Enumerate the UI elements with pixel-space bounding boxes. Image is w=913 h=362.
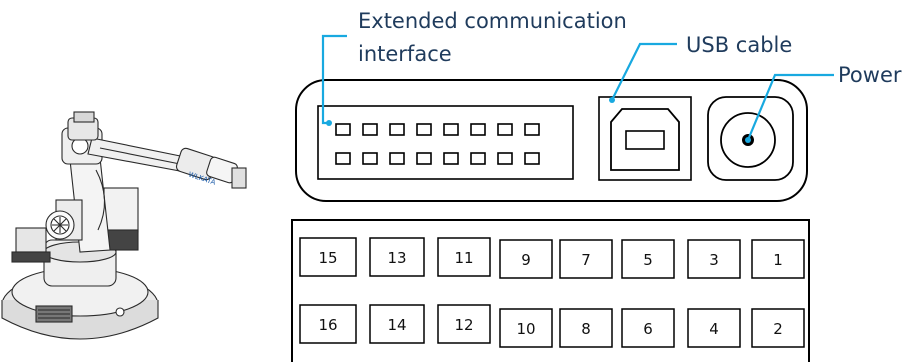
- header-pin: [416, 123, 432, 136]
- extended-interface-label-line2: interface: [358, 42, 452, 66]
- header-pin: [497, 152, 513, 165]
- terminal-cell: [621, 308, 675, 348]
- terminal-pin-number: 13: [387, 249, 406, 267]
- terminal-pin-number: 15: [318, 249, 337, 267]
- terminal-pin-number: 10: [516, 320, 535, 338]
- terminal-cell: [499, 239, 553, 279]
- terminal-pin-number: 4: [709, 320, 719, 338]
- terminal-pin-number: 16: [318, 316, 337, 334]
- terminal-block: [291, 219, 810, 362]
- connector-panel: [295, 79, 808, 202]
- usb-b-port-icon: [610, 108, 680, 171]
- power-label: Power: [838, 63, 902, 87]
- terminal-pin-number: 9: [521, 251, 531, 269]
- header-pin: [470, 123, 486, 136]
- terminal-cell: [751, 239, 805, 279]
- terminal-pin-number: 14: [387, 316, 406, 334]
- terminal-cell: [437, 237, 491, 277]
- terminal-pin-number: 1: [773, 251, 783, 269]
- header-pin: [443, 123, 459, 136]
- header-pins: [335, 123, 540, 165]
- terminal-pin-number: 3: [709, 251, 719, 269]
- header-pin: [524, 152, 540, 165]
- terminal-cell: [499, 308, 553, 348]
- header-pin: [335, 123, 351, 136]
- terminal-pin-number: 12: [454, 316, 473, 334]
- extended-interface-leader: [321, 34, 347, 126]
- header-pin: [362, 123, 378, 136]
- robot-arm-illustration: WLKATA: [1, 111, 247, 340]
- terminal-pin-number: 7: [581, 251, 591, 269]
- terminal-pin-number: 8: [581, 320, 591, 338]
- terminal-cell: [559, 239, 613, 279]
- terminal-cell: [621, 239, 675, 279]
- terminal-cell: [751, 308, 805, 348]
- terminal-pin-number: 5: [643, 251, 653, 269]
- terminal-cell: [369, 237, 425, 277]
- header-pin: [524, 123, 540, 136]
- terminal-pin-number: 6: [643, 320, 653, 338]
- terminal-pin-number: 11: [454, 249, 473, 267]
- terminal-cell: [687, 308, 741, 348]
- header-pin: [497, 123, 513, 136]
- header-pin: [443, 152, 459, 165]
- header-pin: [362, 152, 378, 165]
- power-jack-housing: [707, 96, 794, 181]
- usb-cable-leader: [609, 42, 677, 103]
- header-pin: [389, 152, 405, 165]
- usb-port-housing: [598, 96, 692, 181]
- terminal-cell: [687, 239, 741, 279]
- power-leader: [745, 73, 834, 143]
- extended-interface-label-line1: Extended communication: [358, 9, 627, 33]
- header-pin: [416, 152, 432, 165]
- extended-communication-interface-header: [317, 105, 574, 180]
- usb-cable-label: USB cable: [686, 33, 792, 57]
- header-pin: [470, 152, 486, 165]
- header-pin: [389, 123, 405, 136]
- header-pin: [335, 152, 351, 165]
- terminal-cell: [559, 308, 613, 348]
- terminal-cell: [299, 304, 357, 344]
- terminal-cell: [437, 304, 491, 344]
- terminal-cells: 15 13 11 9 7 5 3 1 16 14 12 10 8 6 4 2: [299, 237, 805, 348]
- terminal-cell: [299, 237, 357, 277]
- terminal-cell: [369, 304, 425, 344]
- terminal-pin-number: 2: [773, 320, 783, 338]
